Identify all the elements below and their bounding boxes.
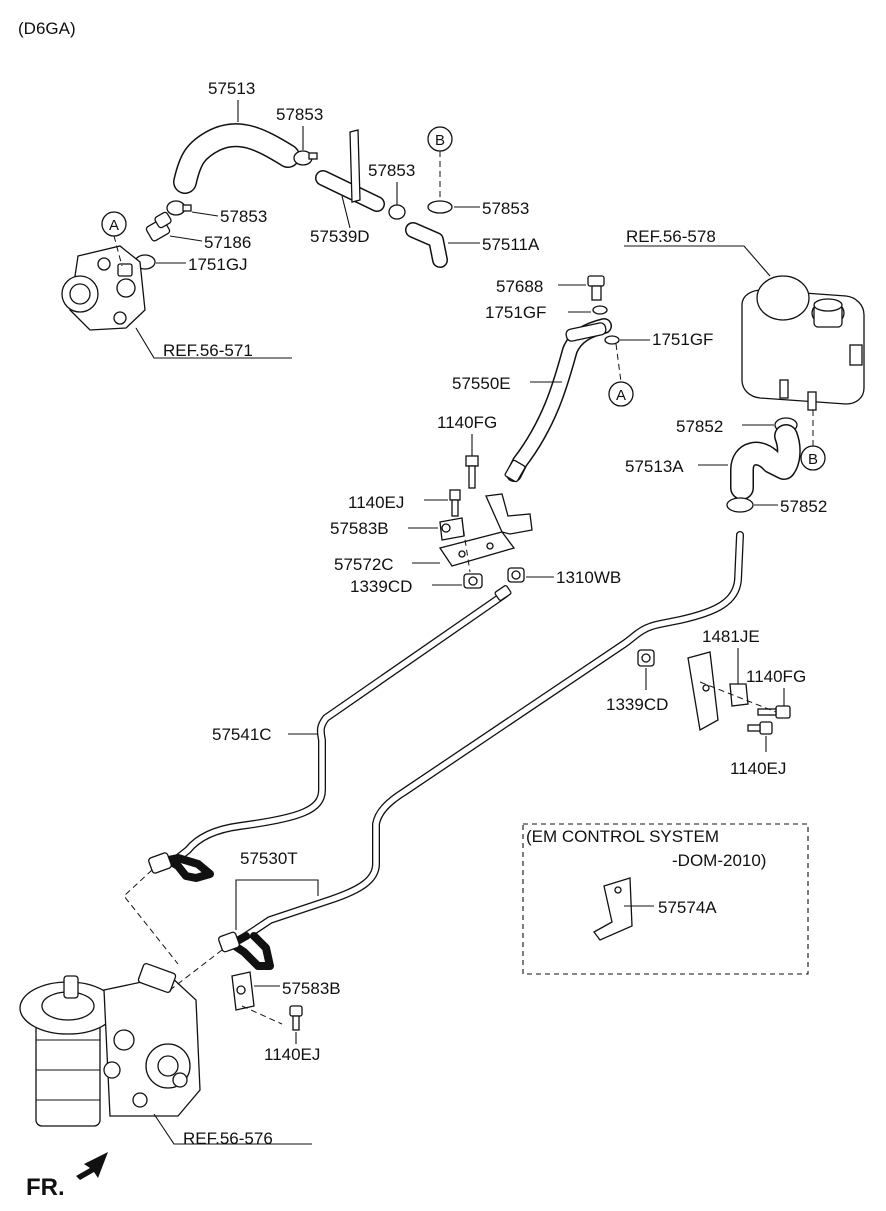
hose-57513A	[730, 424, 801, 500]
ref-56-578: REF.56-578	[626, 227, 716, 246]
callout-a-hose: A	[608, 343, 634, 407]
leader-ref-56-571	[135, 327, 292, 359]
dash-clip-lower	[241, 1005, 283, 1025]
label-1339CD-right: 1339CD	[606, 695, 668, 714]
label-57583B-lower: 57583B	[282, 979, 341, 998]
label-57541C: 57541C	[212, 725, 272, 744]
label-1140EJ-lower: 1140EJ	[264, 1045, 320, 1064]
clamp-57853-pump	[166, 200, 192, 216]
option-line1: (EM CONTROL SYSTEM	[526, 827, 719, 846]
leader-ref-56-578	[624, 245, 771, 277]
label-57513: 57513	[208, 79, 255, 98]
option-line2: -DOM-2010)	[672, 851, 766, 870]
dash-pump-57541C	[123, 869, 179, 965]
bracket-57572C	[438, 493, 533, 567]
ref-56-576: REF.56-576	[183, 1129, 273, 1148]
clamp-57852-lower	[726, 497, 754, 513]
washer-1751GF-upper	[592, 305, 608, 315]
nut-1310WB	[507, 567, 525, 583]
label-57550E: 57550E	[452, 374, 511, 393]
bracket-1481JE	[687, 651, 749, 732]
leader-57530T	[235, 879, 319, 930]
bolt-1140FG-right	[757, 705, 791, 719]
power-steering-pump-top	[61, 245, 146, 331]
label-1140EJ-right: 1140EJ	[730, 759, 786, 778]
ref-56-571: REF.56-571	[163, 341, 253, 360]
label-57852-lower: 57852	[780, 497, 827, 516]
nut-1339CD-center	[463, 573, 483, 589]
label-1140FG-right: 1140FG	[746, 667, 806, 686]
label-57530T: 57530T	[240, 849, 298, 868]
clip-57583B-center	[439, 517, 465, 541]
label-57574A: 57574A	[658, 898, 717, 917]
suction-hose-57513	[173, 123, 300, 194]
washer-1751GF-lower	[604, 335, 620, 345]
label-1751GF-upper: 1751GF	[485, 303, 546, 322]
label-57572C: 57572C	[334, 555, 394, 574]
leader-ref-56-576	[153, 1113, 312, 1145]
front-arrow-icon	[76, 1152, 108, 1180]
label-1751GF-lower: 1751GF	[652, 330, 713, 349]
bolt-1140EJ-lower	[289, 1005, 303, 1031]
clamp-57853-mid	[388, 204, 406, 220]
label-1140FG-center: 1140FG	[437, 413, 497, 432]
label-57186: 57186	[204, 233, 251, 252]
label-57583B-center: 57583B	[330, 519, 389, 538]
callout-a-pump: A	[101, 211, 127, 267]
svg-text:B: B	[435, 132, 445, 149]
pipe-57541C	[148, 585, 512, 882]
bolt-1140FG-center	[465, 455, 479, 489]
label-57539D: 57539D	[310, 227, 370, 246]
bolt-1140EJ-right	[747, 721, 773, 735]
callout-b-top: B	[427, 126, 453, 198]
dash-pump-57530T	[169, 949, 223, 991]
leader-57539D	[341, 195, 351, 229]
clip-57583B-lower	[231, 971, 255, 1011]
fitting-57186	[145, 211, 172, 242]
label-57853-pump: 57853	[220, 207, 267, 226]
dash-bolt-center	[461, 519, 471, 573]
label-57853-right: 57853	[482, 199, 529, 218]
nut-1339CD-right	[637, 649, 655, 667]
pipe-57530T	[218, 531, 744, 970]
reservoir-56-578	[741, 275, 865, 411]
label-57688: 57688	[496, 277, 543, 296]
leader-57853-pump	[191, 211, 219, 217]
svg-text:A: A	[109, 217, 119, 234]
svg-text:B: B	[808, 451, 818, 468]
front-indicator-label: FR.	[26, 1174, 65, 1201]
label-1140EJ-center: 1140EJ	[348, 493, 404, 512]
dash-bolt-right	[699, 681, 777, 713]
label-57511A: 57511A	[482, 235, 540, 254]
pressure-hose-57550E	[504, 318, 612, 483]
engine-code-label: (D6GA)	[18, 19, 76, 38]
label-1310WB: 1310WB	[556, 568, 621, 587]
label-1339CD-center: 1339CD	[350, 577, 412, 596]
hose-57511A	[405, 222, 448, 268]
bracket-57574A	[593, 877, 633, 941]
option-box-em-control: (EM CONTROL SYSTEM -DOM-2010) 57574A	[522, 823, 809, 975]
label-1751GJ: 1751GJ	[188, 255, 248, 274]
leader-57186	[169, 235, 203, 242]
svg-text:A: A	[616, 387, 626, 404]
bolt-1140EJ-center	[449, 489, 461, 517]
clamp-57853-right	[427, 200, 453, 214]
bolt-57688	[587, 275, 605, 301]
label-57853-upper: 57853	[276, 105, 323, 124]
label-57852-upper: 57852	[676, 417, 723, 436]
callout-b-reservoir: B	[800, 410, 826, 471]
label-57853-mid: 57853	[368, 161, 415, 180]
label-57513A: 57513A	[625, 457, 684, 476]
power-steering-pump-bottom	[19, 962, 201, 1127]
label-1481JE: 1481JE	[702, 627, 760, 646]
pipe-57539D	[315, 129, 385, 212]
clamp-57853-upper	[293, 150, 318, 166]
